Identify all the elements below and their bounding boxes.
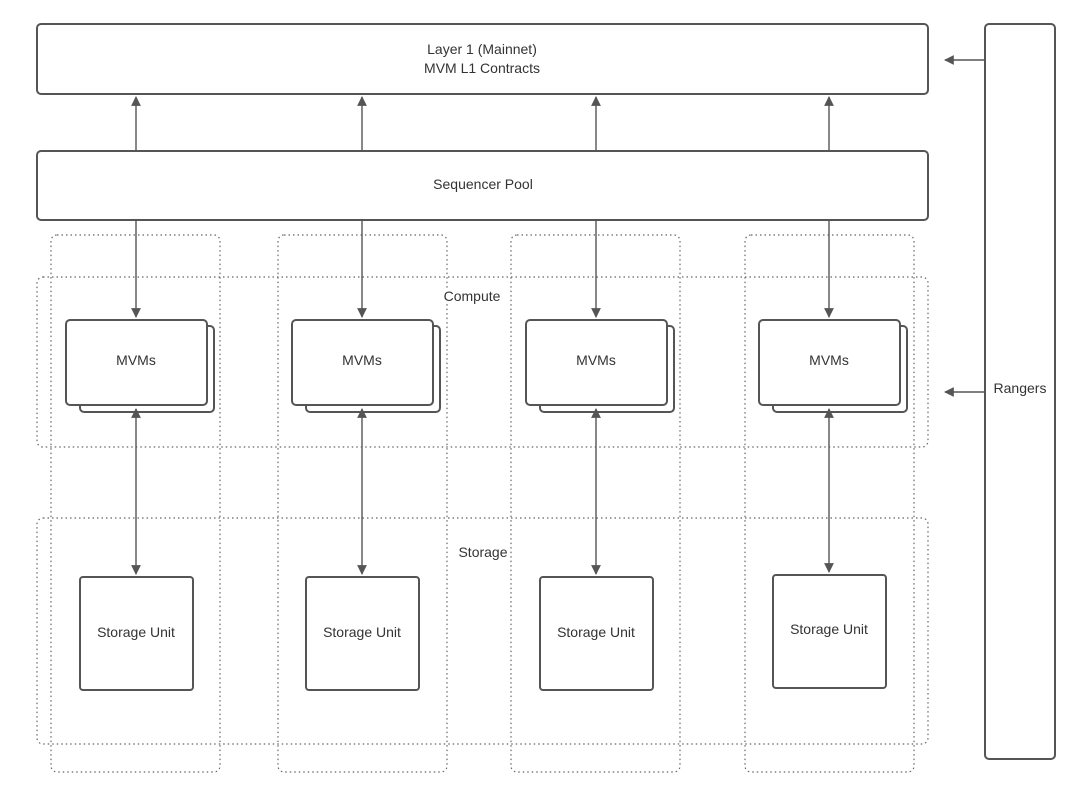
mvm-stack-2: MVMs	[291, 319, 441, 413]
column-group-1	[50, 234, 221, 773]
storage-unit-label-2: Storage Unit	[323, 624, 401, 640]
storage-unit-label-1: Storage Unit	[97, 624, 175, 640]
layer1-subtitle: MVM L1 Contracts	[424, 60, 540, 76]
column-group-4	[744, 234, 915, 773]
storage-label: Storage	[458, 544, 507, 560]
layer1-title: Layer 1 (Mainnet)	[427, 41, 537, 57]
storage-unit-2: Storage Unit	[305, 576, 420, 691]
mvm-label-4: MVMs	[809, 352, 849, 368]
sequencer-pool-box	[36, 150, 929, 221]
compute-group	[36, 276, 929, 448]
storage-unit-label-3: Storage Unit	[557, 624, 635, 640]
storage-unit-4: Storage Unit	[772, 574, 887, 689]
mvm-label-2: MVMs	[342, 352, 382, 368]
storage-unit-3: Storage Unit	[539, 576, 654, 691]
mvm-label-3: MVMs	[576, 352, 616, 368]
rangers-label: Rangers	[994, 380, 1047, 396]
layer1-box	[36, 23, 929, 95]
column-group-2	[277, 234, 448, 773]
column-group-3	[510, 234, 681, 773]
compute-label: Compute	[444, 288, 501, 304]
mvm-stack-3: MVMs	[525, 319, 675, 413]
sequencer-pool-label: Sequencer Pool	[433, 176, 533, 192]
mvm-stack-1: MVMs	[65, 319, 215, 413]
storage-unit-1: Storage Unit	[79, 576, 194, 691]
mvm-stack-4: MVMs	[758, 319, 908, 413]
storage-group	[36, 517, 929, 745]
storage-unit-label-4: Storage Unit	[790, 621, 868, 637]
mvm-label-1: MVMs	[116, 352, 156, 368]
